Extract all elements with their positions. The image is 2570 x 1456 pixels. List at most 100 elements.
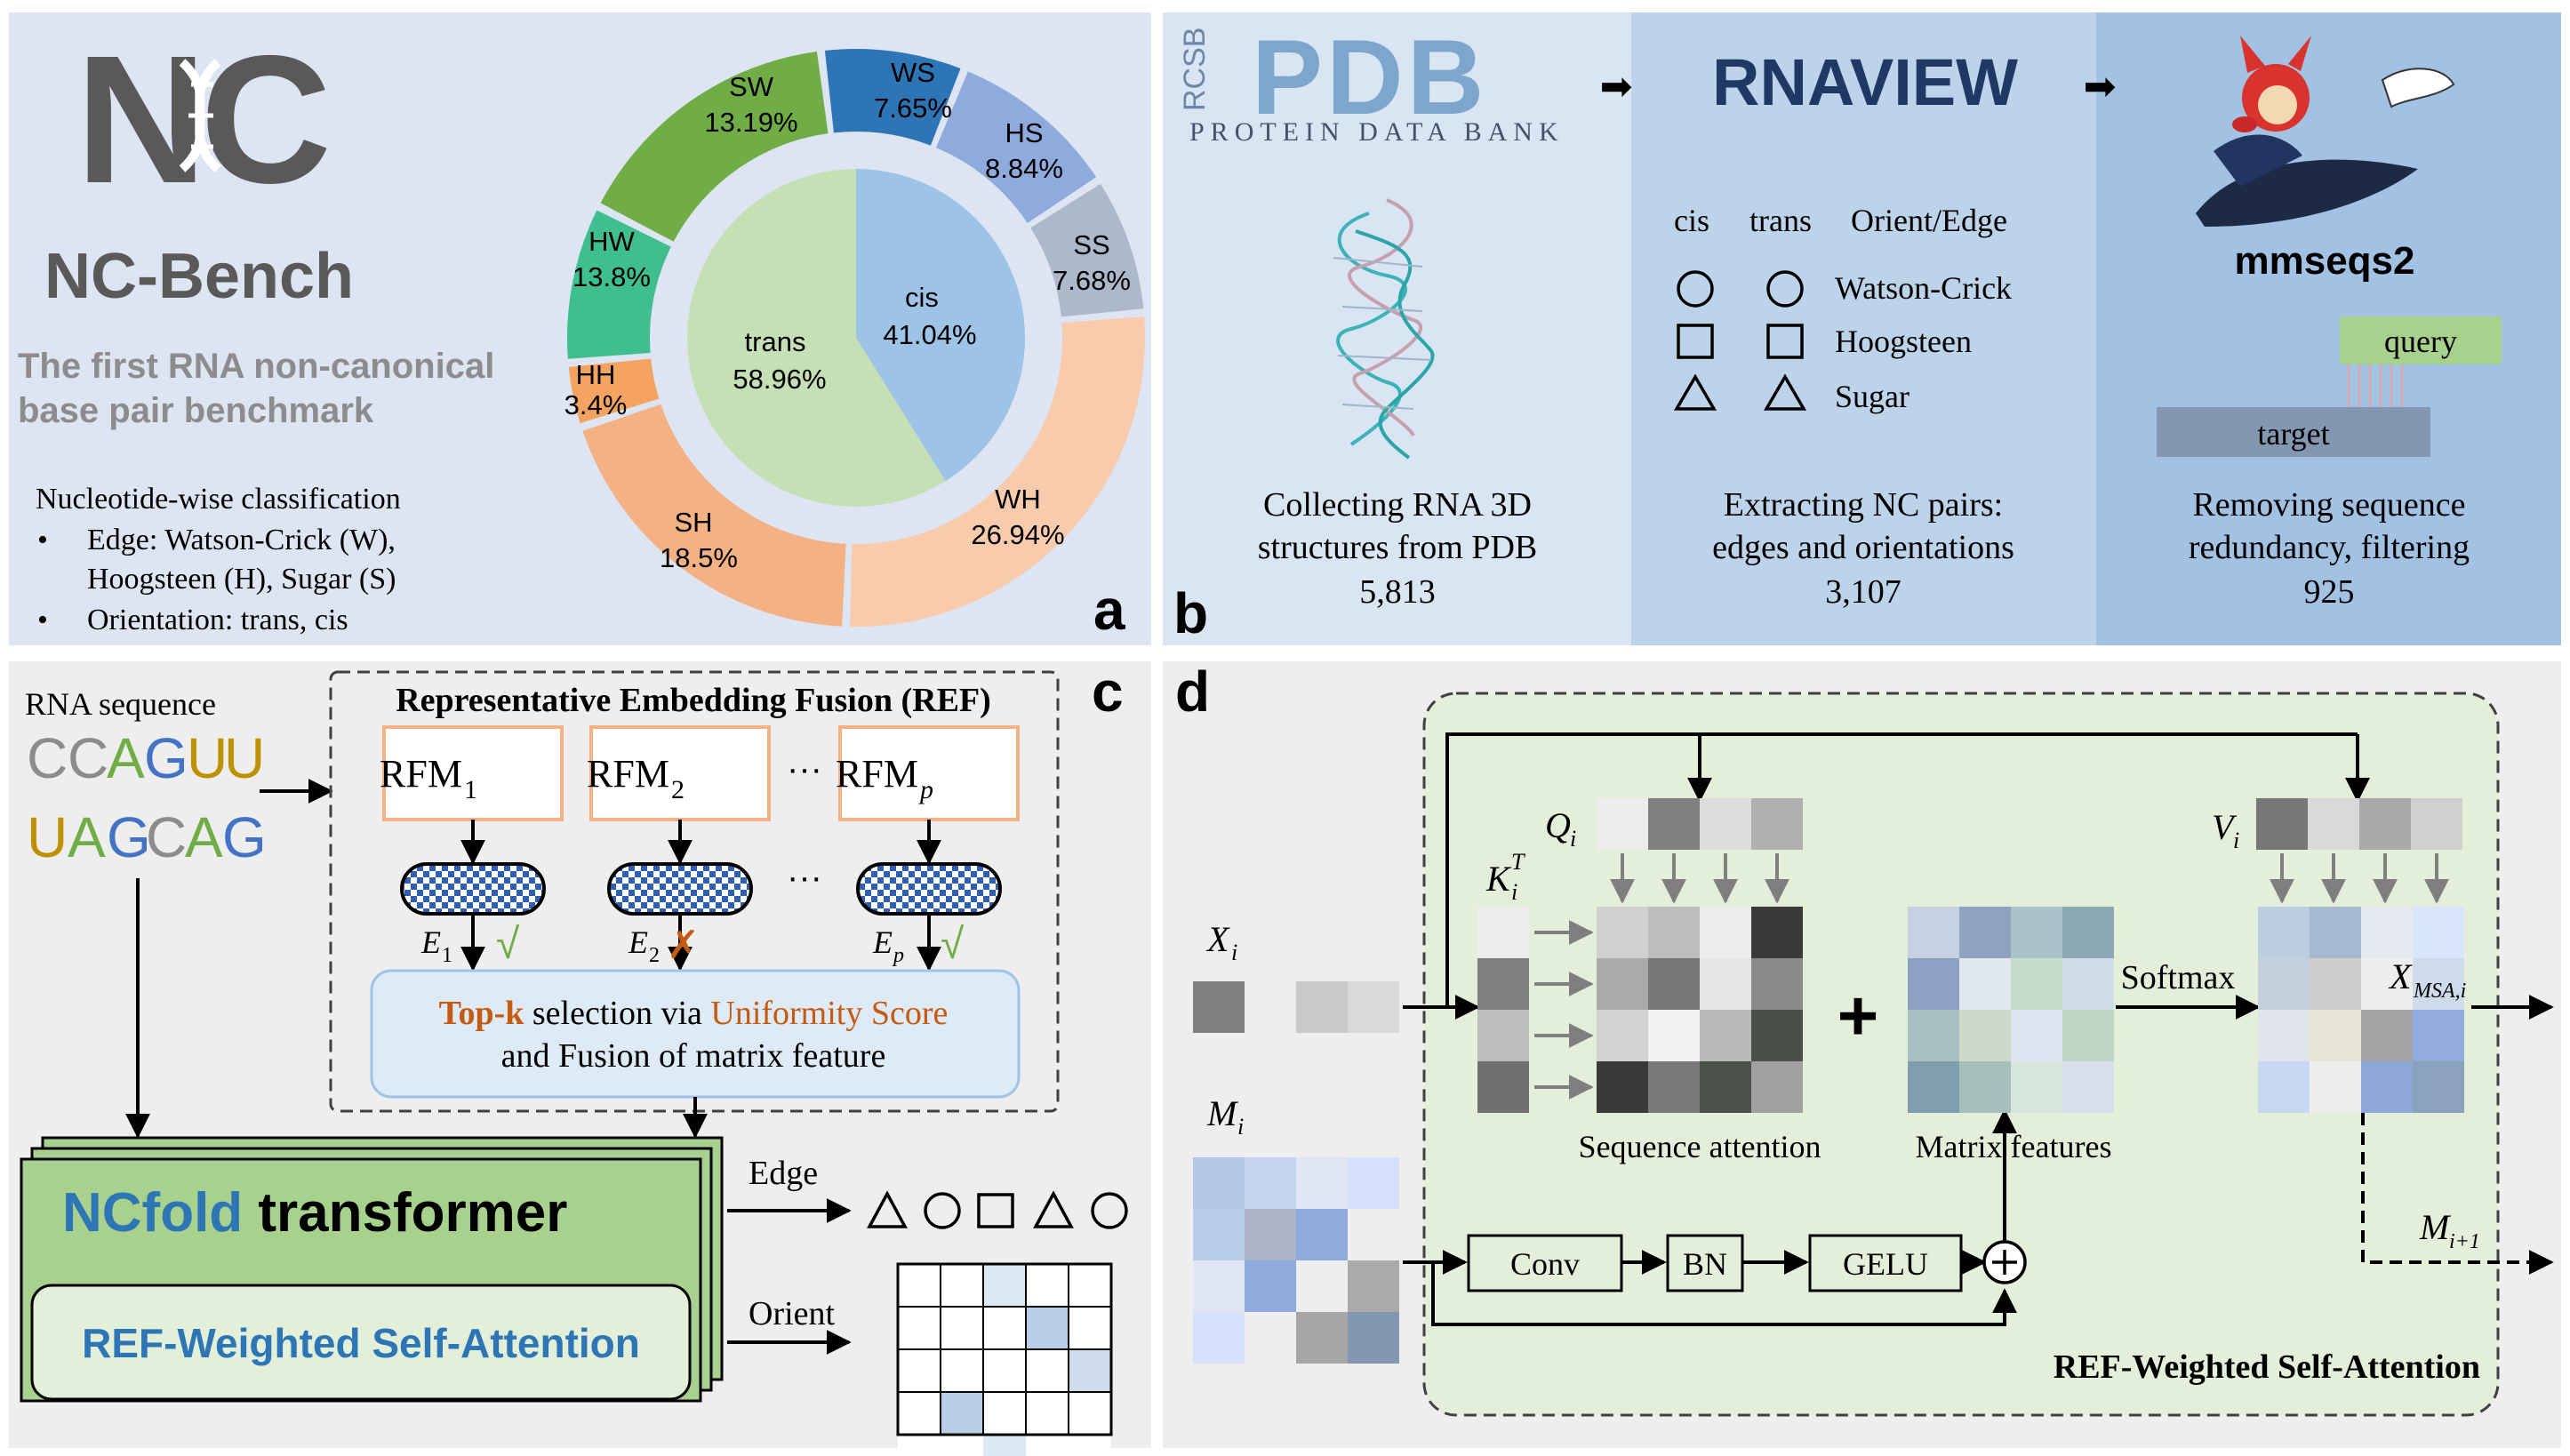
- matrix-cell: [898, 1264, 941, 1307]
- matrix-cell: [1026, 1392, 1069, 1435]
- cis-square-icon: [1677, 324, 1714, 359]
- matrix-cell: [1751, 1061, 1803, 1113]
- matrix-cell: [2411, 798, 2462, 850]
- column-trans: trans: [1749, 203, 1812, 238]
- query-label: query: [2384, 324, 2457, 359]
- step2-line1: Extracting NC pairs:: [1724, 486, 2003, 524]
- matrix-cell: [1296, 981, 1348, 1033]
- rfm-1-subscript: 1: [464, 775, 477, 804]
- matrix-cell: [1751, 798, 1803, 850]
- step1-count: 5,813: [1359, 573, 1436, 611]
- nucleotide: C: [68, 726, 108, 790]
- trans-triangle-icon: [1763, 373, 1807, 411]
- matrix-cell: [898, 1435, 941, 1456]
- circle-icon: [924, 1192, 961, 1229]
- panel-letter-a: a: [1093, 578, 1125, 642]
- matrix-cell: [1026, 1435, 1069, 1456]
- segment-ws: [824, 49, 961, 146]
- matrix-cell: [1069, 1435, 1111, 1456]
- mmseqs-title: mmseqs2: [2234, 239, 2414, 283]
- rnaview-title: RNAVIEW: [1712, 45, 2018, 119]
- e1-label: E: [420, 924, 441, 960]
- step3-line2: redundancy, filtering: [2189, 529, 2470, 566]
- edge-symbols: [867, 1190, 1128, 1229]
- sequence-attention-label: Sequence attention: [1579, 1129, 1821, 1164]
- plus-icon: +: [1837, 976, 1879, 1055]
- nucleotide: G: [144, 726, 188, 790]
- matrix-cell: [1959, 1061, 2011, 1113]
- rfm-1-label: RFM: [380, 752, 462, 796]
- matrix-cell: [1026, 1349, 1069, 1392]
- nucleotide: A: [107, 726, 145, 790]
- label-sh: SH: [674, 507, 712, 538]
- label-hs: HS: [1005, 117, 1043, 148]
- embedding-e1-icon: [400, 862, 546, 916]
- nucleotide: C: [146, 805, 187, 869]
- xi-subscript: i: [1231, 940, 1237, 965]
- conv-box: [1467, 1234, 1623, 1292]
- matrix-features: [1908, 907, 2114, 1113]
- matrix-cell: [941, 1435, 983, 1456]
- value-hs: 8.84%: [985, 153, 1063, 184]
- matrix-cell: [1477, 1010, 1529, 1061]
- query-bar: [2340, 316, 2502, 364]
- matrix-cell: [2361, 907, 2413, 958]
- subtitle-line1: The first RNA non-canonical: [18, 347, 494, 386]
- rfm-p-box: [838, 725, 1020, 821]
- matrix-cell: [1193, 981, 1245, 1033]
- cis-circle-icon: [1677, 270, 1714, 308]
- matrix-cell: [1026, 1307, 1069, 1349]
- matrix-cell: [1908, 907, 1959, 958]
- qi-label: Q: [1545, 805, 1571, 845]
- ki-subscript: i: [1511, 879, 1517, 905]
- bullet-edge-line2: Hoogsteen (H), Sugar (S): [87, 563, 396, 596]
- rna-sequence-line2: U A G C A G: [27, 805, 267, 869]
- matrix-cell: [2361, 1010, 2413, 1061]
- bn-box: [1666, 1234, 1744, 1292]
- arrow-right-icon-2: ➡: [2084, 65, 2117, 108]
- matrix-cell: [1348, 1209, 1399, 1260]
- mi-matrix: [1193, 1157, 1399, 1364]
- nucleotide: A: [68, 805, 106, 869]
- matrix-cell: [2062, 1061, 2114, 1113]
- ki-vector: [1477, 907, 1529, 1113]
- panel-letter-c: c: [1092, 660, 1124, 724]
- rfm-1-box: [382, 725, 564, 821]
- label-cis: cis: [905, 282, 939, 313]
- xi-label: X: [1205, 919, 1230, 959]
- nucleotide: U: [27, 805, 68, 869]
- ncfold-name: NCfold: [62, 1182, 243, 1244]
- rfm-2-subscript: 2: [671, 775, 685, 804]
- xi-vector: [1193, 981, 1399, 1033]
- matrix-cell: [1477, 958, 1529, 1010]
- qi-subscript: i: [1570, 826, 1576, 852]
- panel-c: RNA sequence C C A G U U U A G C A G Rep…: [9, 660, 1151, 1456]
- triangle-icon: [1033, 1190, 1074, 1228]
- label-ws: WS: [891, 57, 935, 88]
- nucleotide: A: [185, 805, 223, 869]
- matrix-cell: [1648, 1010, 1700, 1061]
- label-ss: SS: [1073, 229, 1109, 260]
- matrix-cell: [1069, 1307, 1111, 1349]
- e2-label: E: [628, 924, 648, 960]
- panel-b: RCSB PDB PROTEIN DATA BANK ➡ Collecting …: [1163, 12, 2561, 645]
- matrix-cell: [1751, 958, 1803, 1010]
- matrix-cell: [1908, 958, 1959, 1010]
- ref-attention-label: REF-Weighted Self-Attention: [82, 1320, 640, 1366]
- bullet-edge-line1: Edge: Watson-Crick (W),: [87, 524, 396, 556]
- qi-vector: [1597, 798, 1803, 850]
- bullet-mark-2: •: [37, 604, 48, 636]
- matrix-cell: [1597, 1010, 1648, 1061]
- matrix-cell: [898, 1349, 941, 1392]
- conv-label: Conv: [1510, 1246, 1580, 1282]
- embedding-e2-icon: [607, 862, 753, 916]
- xmsa-label: X: [2388, 956, 2413, 996]
- step1-line1: Collecting RNA 3D: [1263, 486, 1532, 524]
- matrix-cell: [2310, 1061, 2361, 1113]
- panel-b-bg-1: [1163, 12, 1631, 645]
- vi-label: V: [2212, 807, 2238, 847]
- ncfold-suffix: transformer: [243, 1182, 567, 1244]
- rna-sequence-label: RNA sequence: [25, 686, 216, 722]
- matrix-cell: [2258, 958, 2310, 1010]
- matrix-cell: [1700, 798, 1751, 850]
